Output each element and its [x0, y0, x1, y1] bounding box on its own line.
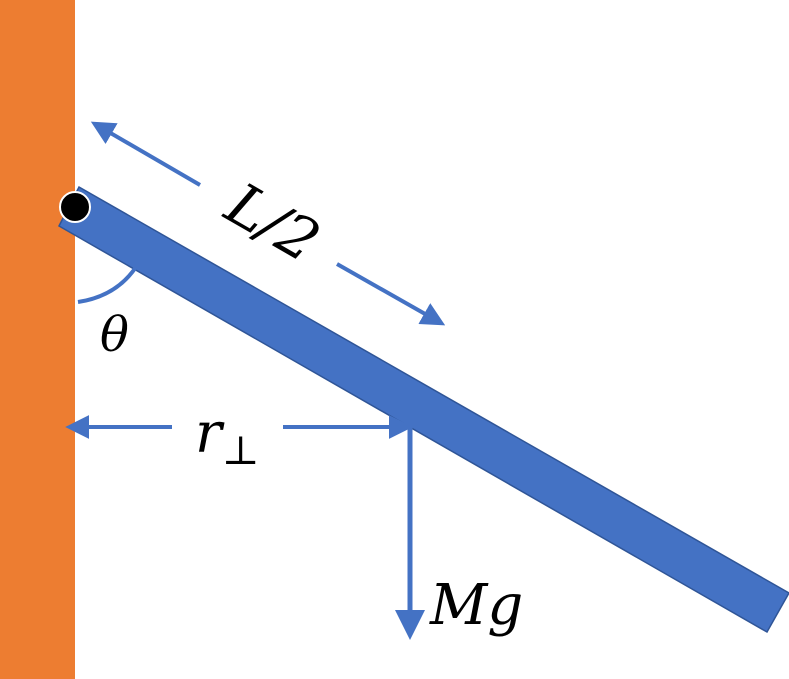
lever-arm-label: r⊥ [195, 401, 259, 474]
lever-arm-base: r [195, 401, 225, 466]
half-length-arrow-upper [90, 121, 202, 187]
angle-arc [77, 262, 140, 304]
half-length-label: L/2 [214, 169, 331, 276]
wall [0, 0, 75, 679]
lever-arm-subscript: ⊥ [222, 428, 260, 474]
weight-label: Mg [429, 573, 523, 638]
pivot-point [59, 191, 91, 223]
rod [58, 185, 789, 634]
angle-label: θ [100, 307, 129, 363]
half-length-arrow-lower [336, 262, 446, 326]
